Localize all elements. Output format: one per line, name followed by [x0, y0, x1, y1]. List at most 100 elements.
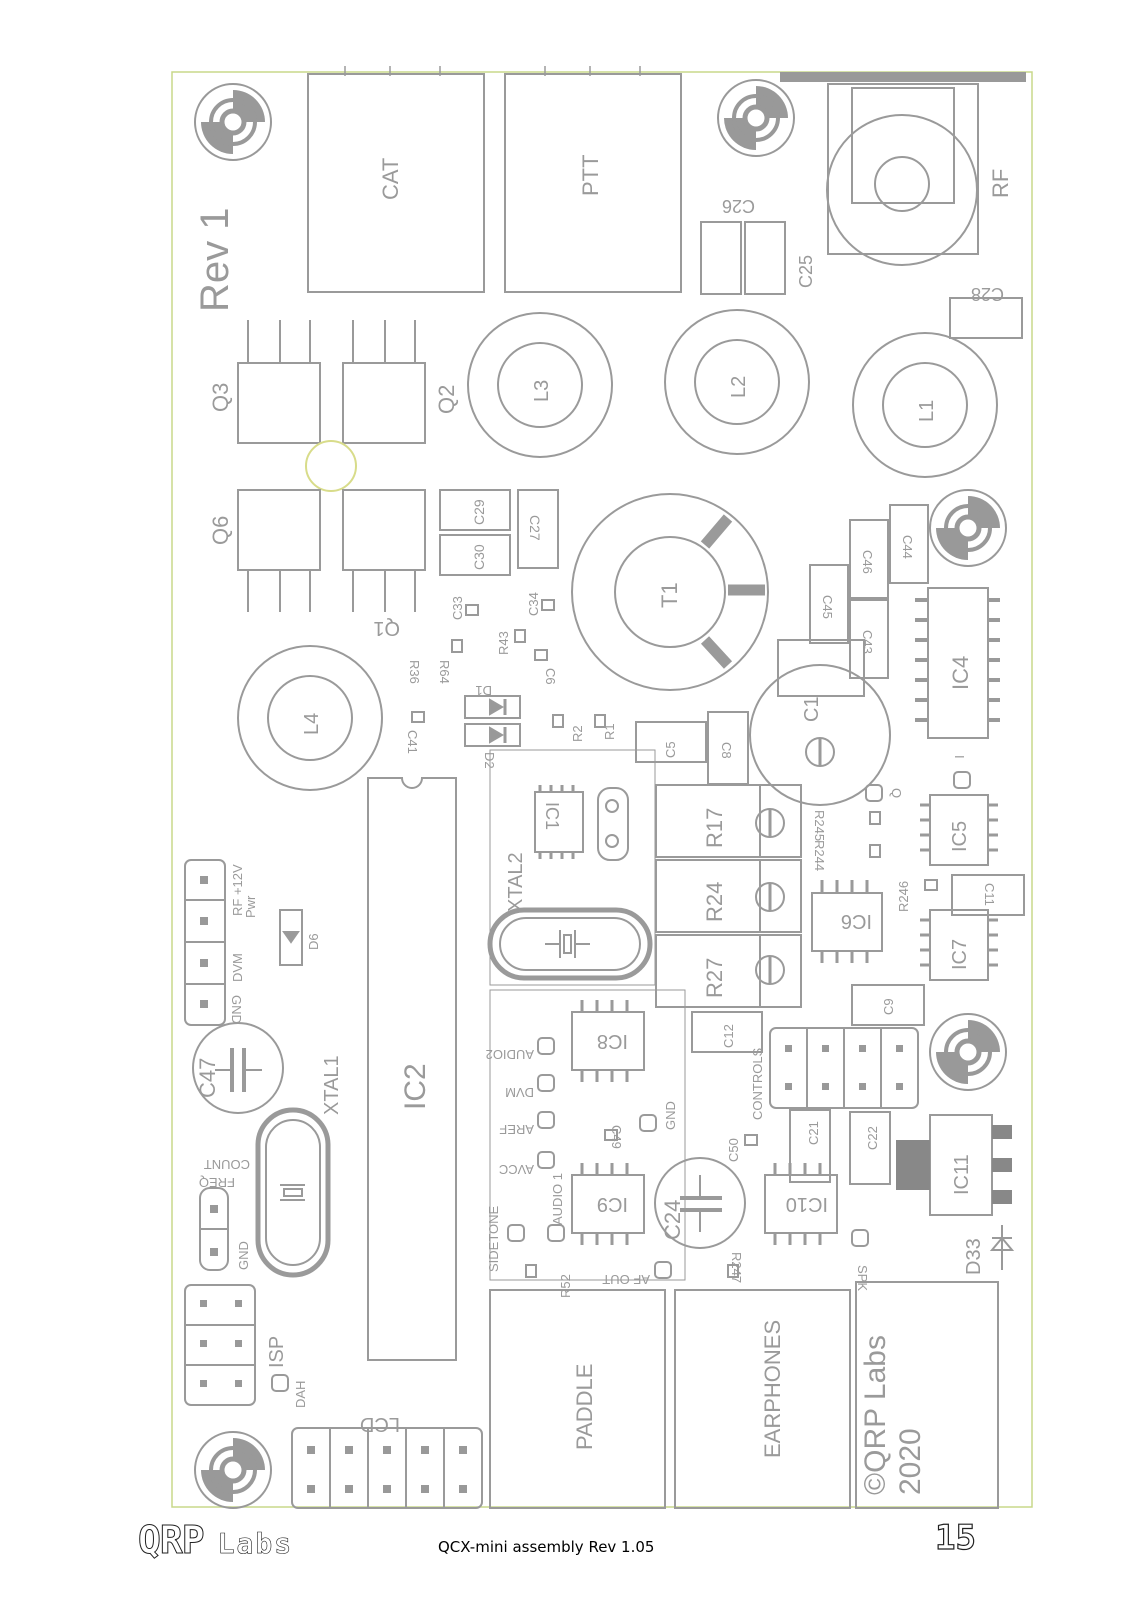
- r244-label: R244: [812, 840, 827, 871]
- xtal2-jumper: [597, 787, 629, 861]
- c1-label: C1: [801, 696, 823, 722]
- c27-cap: [517, 489, 559, 569]
- ic5-label: IC5: [949, 821, 971, 852]
- gnd-label: GND: [229, 995, 244, 1024]
- ic9-chip: [571, 1163, 645, 1245]
- gnd-count-label: GND: [236, 1241, 251, 1270]
- c24-label: C24: [660, 1200, 685, 1240]
- ic8-label: IC8: [597, 1030, 628, 1052]
- l3-label: L3: [531, 380, 553, 402]
- r17-trimmer: [655, 784, 802, 858]
- isp-header: [184, 1284, 256, 1406]
- aref-label: AREF: [499, 1122, 534, 1137]
- c41-label: C41: [405, 730, 420, 754]
- c6-cap: [534, 649, 548, 661]
- d33-diode: [989, 1225, 1015, 1270]
- ic6-chip: [811, 880, 883, 963]
- r64-label: R64: [437, 660, 452, 684]
- copyright-block: [855, 1281, 999, 1509]
- c47-electrolytic: [192, 1022, 284, 1114]
- r246-label: R246: [896, 881, 911, 912]
- c9-label: C9: [881, 998, 896, 1015]
- xtal2-crystal: [487, 907, 653, 981]
- c24-electrolytic: [654, 1157, 746, 1249]
- ic11-label: IC11: [951, 1154, 973, 1195]
- mounting-hole-top-left: [195, 84, 271, 160]
- paddle-label: PADDLE: [572, 1364, 597, 1450]
- ic8-chip: [571, 1000, 645, 1082]
- c29-label: C29: [471, 499, 487, 525]
- t1-transformer: [571, 493, 769, 691]
- c30-cap: [439, 534, 511, 576]
- c50-cap: [744, 1134, 758, 1146]
- dvm-label: DVM: [230, 953, 245, 982]
- c25-label: C25: [796, 255, 816, 288]
- rf-connector-ring: [826, 114, 978, 266]
- dvm-pad: [537, 1074, 555, 1092]
- c22-cap: [849, 1111, 891, 1185]
- afout-label: AF OUT: [602, 1272, 650, 1287]
- c21-cap: [789, 1109, 831, 1183]
- r247-label: R247: [729, 1252, 744, 1283]
- ic2-label: IC2: [399, 1063, 432, 1110]
- c28-label: C28: [971, 284, 1004, 304]
- ic6-label: IC6: [841, 910, 872, 932]
- ic7-chip: [920, 909, 998, 981]
- d6-label: D6: [306, 933, 321, 950]
- c34-label: C34: [526, 592, 541, 616]
- ic1-chip: [534, 785, 584, 859]
- c30-label: C30: [471, 544, 487, 570]
- ptt-connector: [504, 73, 682, 293]
- ic10-chip: [764, 1163, 838, 1245]
- r52-res: [525, 1264, 537, 1278]
- l1-label: L1: [916, 400, 938, 422]
- c9-cap: [851, 984, 925, 1026]
- d6-diode: [279, 909, 303, 966]
- count-label: COUNT: [204, 1157, 250, 1172]
- rf-connector-bar: [780, 72, 1026, 82]
- power-header: [184, 859, 226, 1026]
- c28-cap: [949, 297, 1023, 339]
- ic4-label: IC4: [948, 656, 973, 690]
- q2-label: Q2: [434, 385, 459, 414]
- logo-sub-text: Labs: [217, 1527, 294, 1561]
- audio2-label: AUDIO2: [486, 1047, 534, 1062]
- revision-label: Rev 1: [193, 208, 237, 313]
- l4-label: L4: [301, 713, 323, 735]
- c45-label: C45: [820, 595, 835, 619]
- ic2-chip: [367, 777, 457, 1361]
- r24-trimmer: [655, 859, 802, 933]
- c33-label: C33: [450, 596, 465, 620]
- ic11-regulator: [896, 1114, 1012, 1216]
- mounting-hole-right-upper: [930, 490, 1006, 566]
- gnd-audio-pad: [639, 1114, 657, 1132]
- document-title: QCX-mini assembly Rev 1.05: [438, 1538, 655, 1556]
- ptt-label: PTT: [578, 154, 603, 196]
- r43-label: R43: [496, 631, 511, 655]
- c46-label: C46: [860, 550, 875, 574]
- c5-cap: [635, 721, 707, 763]
- r244-res: [869, 844, 881, 858]
- mounting-hole-right-lower: [930, 1014, 1006, 1090]
- q2-transistor: [342, 320, 426, 444]
- i-label: I: [952, 755, 967, 759]
- c11-label: C11: [982, 883, 997, 906]
- avcc-pad: [537, 1151, 555, 1169]
- cat-connector: [307, 73, 485, 293]
- avcc-label: AVCC: [499, 1162, 534, 1177]
- pwr-label: Pwr: [243, 895, 258, 918]
- r245-label: R245: [812, 810, 827, 841]
- xtal2-label: XTAL2: [505, 852, 527, 912]
- c44-label: C44: [900, 535, 915, 559]
- freq-label: FREQ: [199, 1175, 235, 1190]
- page-number: 15: [934, 1517, 976, 1558]
- controls-label: CONTROLS: [750, 1047, 765, 1120]
- r17-label: R17: [702, 808, 727, 848]
- year-label: 2020: [894, 1428, 927, 1495]
- mounting-hole-top-middle: [718, 80, 794, 156]
- q3-transistor: [237, 320, 321, 444]
- c26-cap: [700, 221, 742, 295]
- c26-label: C26: [722, 196, 755, 216]
- l2-inductor: [664, 309, 810, 455]
